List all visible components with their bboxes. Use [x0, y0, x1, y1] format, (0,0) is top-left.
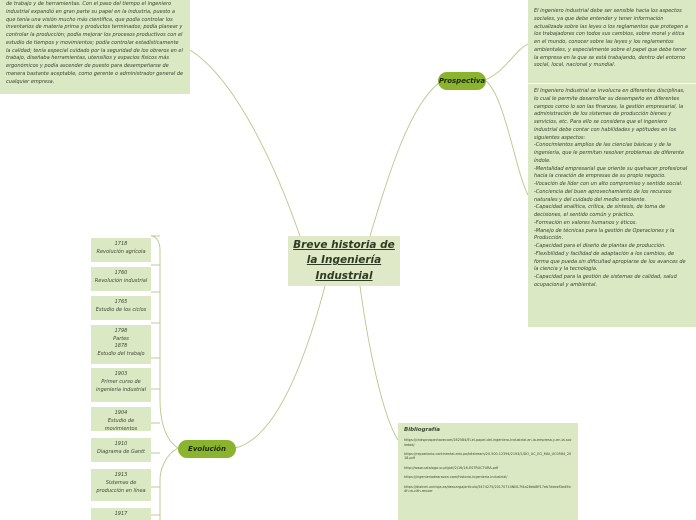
- prospectiva-note-2-text: El Ingeniero Industrial se involucra en …: [534, 88, 688, 288]
- connector-central-prospectiva: [369, 81, 441, 237]
- connector-evolucion-spine: [150, 235, 179, 449]
- timeline-label: Estudio de los ciclos: [95, 306, 147, 313]
- timeline-item[interactable]: 1904 Estudio de movimientos: [91, 407, 151, 432]
- connector-prospectiva-note-2: [484, 79, 529, 196]
- connector-prospectiva-note-1: [484, 43, 529, 81]
- bibliography-link[interactable]: http://www.catalogo.ur.pt/pdf/2/16/16-ES…: [404, 465, 499, 470]
- connector-evolucion-spine-low: [159, 447, 179, 520]
- timeline-label: Primer curso de ingeniería industrial: [96, 378, 146, 393]
- branch-evolucion-label: Evolución: [188, 445, 226, 453]
- timeline-label: Diagrama de Gantt: [97, 448, 145, 455]
- timeline-year: 1878: [114, 343, 128, 349]
- bibliography-link[interactable]: https://ingenieriadearazon.com/historia-…: [404, 475, 508, 480]
- timeline-item[interactable]: 1760 Revolución industrial: [91, 267, 151, 291]
- timeline-label: Estudio del trabajo: [97, 350, 145, 357]
- branch-evolucion[interactable]: Evolución: [178, 440, 236, 458]
- timeline-year: 1903: [114, 371, 128, 377]
- timeline-item[interactable]: 1910 Diagrama de Gantt: [91, 438, 151, 462]
- timeline-label: Sistemas de producción en línea: [96, 479, 146, 494]
- prospectiva-note-1: El ingeniero industrial debe ser sensibl…: [528, 0, 696, 83]
- timeline-year: 1718: [114, 241, 128, 247]
- timeline-label: Revolución industrial: [94, 277, 148, 284]
- timeline-year: 1913: [114, 472, 128, 478]
- central-topic-title: Breve historia de la Ingeniería Industri…: [293, 239, 395, 282]
- timeline-year: 1904: [114, 410, 128, 416]
- timeline-item[interactable]: 1917: [91, 508, 151, 520]
- branch-prospectiva-label: Prospectiva: [438, 77, 486, 85]
- bibliography-box: Bibliografía https://chdsprospectavecom/…: [398, 423, 578, 520]
- timeline-year: 1765: [114, 299, 128, 305]
- timeline-year: 1760: [114, 270, 128, 276]
- bibliography-link[interactable]: https://chdsprospectavecom/282584/El-el-…: [404, 438, 572, 447]
- timeline-item[interactable]: 1903 Primer curso de ingeniería industri…: [91, 368, 151, 402]
- timeline-item[interactable]: 1878 Estudio del trabajo: [91, 340, 151, 364]
- history-note: de trabajo y de herramientas. Con el pas…: [0, 0, 190, 94]
- connector-central-evolucion: [234, 285, 326, 449]
- central-topic[interactable]: Breve historia de la Ingeniería Industri…: [288, 236, 400, 286]
- connector-central-bibliography: [359, 285, 399, 441]
- connector-central-history: [189, 49, 301, 237]
- bibliography-link[interactable]: https://dialnet.unirioja.es/descarga/art…: [404, 484, 571, 494]
- prospectiva-note-2: El Ingeniero Industrial se involucra en …: [528, 84, 696, 327]
- timeline-item[interactable]: 1718 Revolución agrícola: [91, 238, 151, 262]
- timeline-label: Revolución agrícola: [96, 248, 146, 255]
- timeline-item[interactable]: 1765 Estudio de los ciclos: [91, 296, 151, 320]
- timeline-year: 1917: [114, 511, 128, 517]
- prospectiva-note-1-text: El ingeniero industrial debe ser sensibl…: [534, 8, 688, 69]
- timeline-item[interactable]: 1913 Sistemas de producción en línea: [91, 469, 151, 501]
- bibliography-link[interactable]: https://repositorio.continental.edu.pe/b…: [404, 451, 572, 461]
- timeline-year: 1798: [114, 328, 128, 334]
- history-note-text: de trabajo y de herramientas. Con el pas…: [6, 1, 184, 85]
- bibliography-title: Bibliografía: [404, 427, 440, 433]
- timeline-year: 1910: [114, 441, 128, 447]
- timeline-label: Estudio de movimientos: [104, 417, 138, 432]
- branch-prospectiva[interactable]: Prospectiva: [438, 72, 486, 90]
